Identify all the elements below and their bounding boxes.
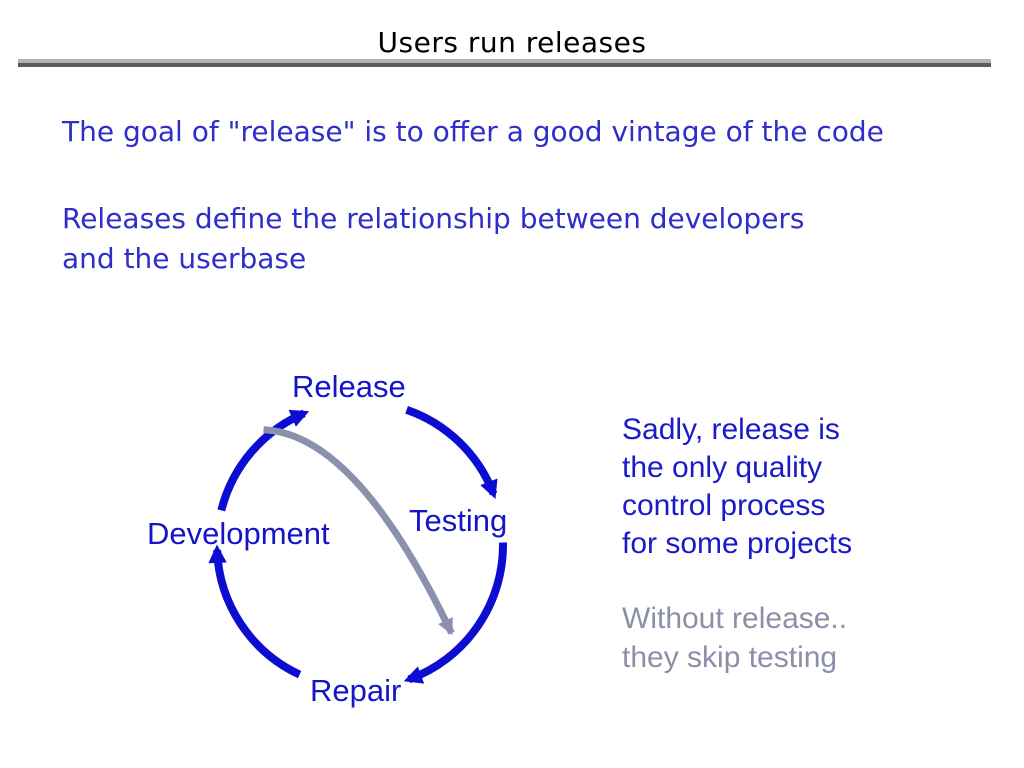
quality-control-note: Sadly, release is the only quality contr… <box>622 411 852 563</box>
quality-note-line-1: Sadly, release is <box>622 413 840 446</box>
arc-repair-to-development <box>208 544 302 679</box>
shortcut-arrow-release-to-repair <box>263 426 455 636</box>
relationship-line-2: and the userbase <box>62 242 307 275</box>
quality-note-line-4: for some projects <box>622 527 853 560</box>
title-rule-dark <box>18 63 991 67</box>
skip-testing-note: Without release.. they skip testing <box>622 599 847 677</box>
node-label-testing: Testing <box>409 503 508 538</box>
slide-title: Users run releases <box>377 26 647 59</box>
relationship-line-1: Releases define the relationship between… <box>62 202 805 235</box>
arc-testing-to-repair <box>403 542 508 684</box>
skip-note-line-1: Without release.. <box>622 602 848 635</box>
node-label-release: Release <box>292 369 406 404</box>
title-rule-light <box>18 59 991 63</box>
skip-note-line-2: they skip testing <box>622 641 838 674</box>
arc-development-to-release <box>217 409 310 512</box>
node-label-repair: Repair <box>310 673 402 708</box>
goal-statement: The goal of "release" is to offer a good… <box>62 115 884 148</box>
arc-release-to-testing <box>405 406 498 499</box>
node-label-development: Development <box>147 516 330 551</box>
quality-note-line-3: control process <box>622 489 826 522</box>
quality-note-line-2: the only quality <box>622 451 823 484</box>
relationship-statement: Releases define the relationship between… <box>62 199 805 279</box>
